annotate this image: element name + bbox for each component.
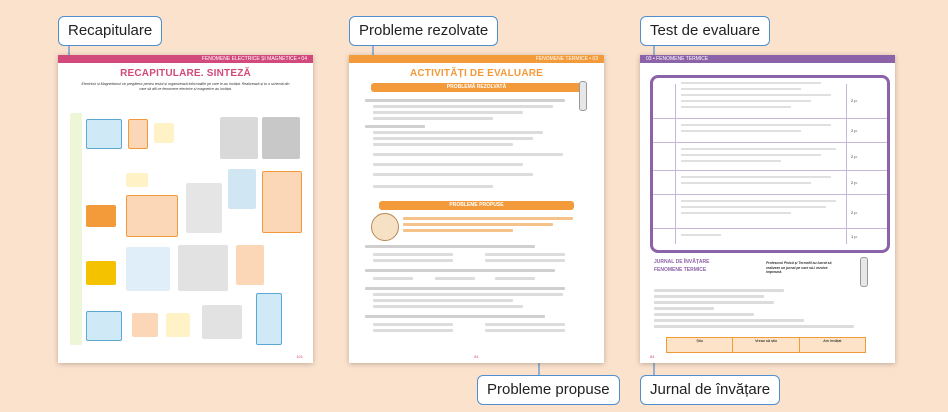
test-table: 2 p. 2 p. 2 p. 2 p. 2 p. 1 p. — [650, 75, 890, 253]
journal-header: JURNAL DE ÎNVĂȚARE FENOMENE TERMICE — [654, 259, 804, 285]
thermometer-illustration — [860, 257, 868, 287]
page-title: RECAPITULARE. SINTEZĂ — [120, 68, 251, 79]
page-header: 03 • FENOMENE TERMICE — [640, 55, 895, 63]
callout-jurnal: Jurnal de învățare — [640, 375, 781, 405]
journal-list — [654, 289, 874, 329]
journal-title: JURNAL DE ÎNVĂȚARE — [654, 259, 710, 265]
page-recapitulare: FENOMENE ELECTRICE ȘI MAGNETICE • 04 REC… — [58, 55, 313, 363]
callout-recapitulare: Recapitulare — [58, 16, 163, 46]
page-activitati-evaluare: FENOMENE TERMICE • 03 ACTIVITĂȚI DE EVAL… — [349, 55, 604, 363]
concept-map — [70, 113, 302, 345]
page-title: ACTIVITĂȚI DE EVALUARE — [409, 68, 544, 79]
journal-table: Știu Vreau să știu Am învățat — [666, 337, 866, 353]
proposed-problems-list — [365, 245, 585, 345]
page-header: FENOMENE ELECTRICE ȘI MAGNETICE • 04 — [58, 55, 313, 63]
page-number: 84 — [650, 354, 655, 359]
band-probleme-propuse: PROBLEME PROPUSE — [379, 201, 574, 210]
page-number: 81 — [474, 354, 479, 359]
callout-test-evaluare: Test de evaluare — [640, 16, 771, 46]
callout-probleme-propuse: Probleme propuse — [477, 375, 620, 405]
journal-subtitle: FENOMENE TERMICE — [654, 267, 707, 273]
solved-problem-text — [365, 99, 575, 199]
professor-illustration — [371, 213, 399, 241]
page-number: 101 — [296, 354, 303, 359]
proposed-problem-intro — [403, 217, 581, 235]
page-test-evaluare: 03 • FENOMENE TERMICE 2 p. 2 p. 2 p. 2 p… — [640, 55, 895, 363]
page-header: FENOMENE TERMICE • 03 — [349, 55, 604, 63]
test-points: 2 p. 2 p. 2 p. 2 p. 2 p. 1 p. — [851, 98, 858, 239]
band-problema-rezolvata: PROBLEMĂ REZOLVATĂ — [371, 83, 582, 92]
thermometer-illustration — [579, 81, 587, 111]
journal-note: Profesorul Pisică și Termofil au lucrat … — [766, 261, 832, 274]
page-intro: Electricul și Magnetismul se pregătesc p… — [81, 82, 290, 91]
callout-probleme-rezolvate: Probleme rezolvate — [349, 16, 499, 46]
